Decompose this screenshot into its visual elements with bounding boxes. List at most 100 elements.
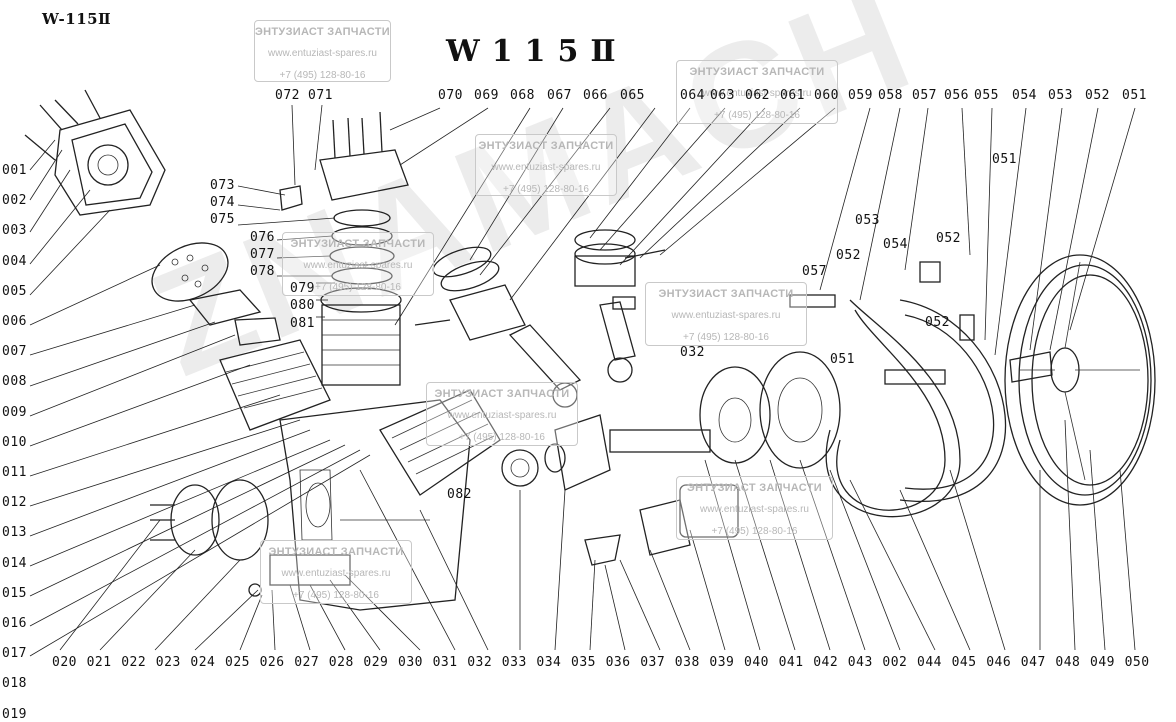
part-label: 032: [467, 655, 493, 670]
part-label: 054: [1012, 88, 1037, 103]
part-label: 078: [250, 264, 275, 279]
watermark-box: ЭНТУЗИАСТ ЗАПЧАСТИ www.entuziast-spares.…: [676, 60, 838, 124]
part-label: 011: [2, 465, 27, 480]
pistons: [414, 229, 666, 341]
part-label: 019: [2, 706, 27, 722]
part-label: 030: [398, 655, 423, 670]
part-label: 041: [778, 655, 804, 670]
part-label: 002: [882, 655, 908, 670]
crankshaft: [501, 414, 711, 491]
watermark-box: ЭНТУЗИАСТ ЗАПЧАСТИ www.entuziast-spares.…: [676, 476, 833, 540]
part-label: 002: [2, 193, 27, 209]
part-label: 003: [2, 223, 27, 239]
part-label: 054: [883, 237, 908, 252]
part-label: 001: [2, 163, 27, 178]
part-label: 012: [2, 495, 27, 511]
part-label: 067: [547, 88, 572, 103]
part-label: 052: [925, 315, 950, 330]
part-label: 071: [308, 88, 333, 103]
part-label: 021: [86, 655, 112, 670]
part-label: 052: [936, 231, 961, 246]
part-label: 017: [2, 646, 27, 662]
watermark-box: ЭНТУЗИАСТ ЗАПЧАСТИ www.entuziast-spares.…: [254, 20, 391, 82]
part-label: 066: [583, 88, 608, 103]
left-cylinder-head: [24, 89, 166, 216]
part-label: 059: [848, 88, 873, 103]
watermark-box: ЭНТУЗИАСТ ЗАПЧАСТИ www.entuziast-spares.…: [282, 232, 434, 296]
exploded-drawing: [24, 89, 1156, 657]
part-label: 051: [1122, 88, 1147, 103]
part-label: 057: [912, 88, 937, 103]
part-label: 077: [250, 246, 275, 262]
part-label: 037: [640, 655, 666, 670]
part-label: 007: [2, 344, 27, 360]
part-label: 053: [1048, 88, 1073, 103]
part-label: 023: [155, 655, 181, 670]
part-label: 018: [2, 676, 27, 692]
part-label: 082: [447, 487, 472, 502]
part-label: 016: [2, 616, 27, 631]
part-label: 075: [210, 212, 235, 228]
part-label: 025: [225, 655, 250, 670]
part-label: 051: [992, 152, 1017, 167]
part-label: 020: [52, 655, 77, 670]
part-label: 056: [944, 88, 969, 103]
left-cylinder: [219, 339, 331, 431]
right-cylinder: [379, 389, 501, 496]
left-valve-plate: [151, 242, 281, 346]
bottom-leaders: [59, 419, 1136, 651]
part-label: 038: [674, 655, 700, 670]
part-label: 061: [780, 88, 805, 103]
part-label: 008: [2, 374, 27, 390]
part-label: 050: [1124, 655, 1150, 670]
part-label: 027: [294, 655, 320, 670]
main-title: W115Ⅱ: [446, 34, 628, 69]
part-label: 074: [210, 195, 235, 211]
part-label: 032: [680, 345, 705, 360]
part-label: 034: [536, 655, 562, 670]
part-label: 052: [836, 248, 861, 263]
part-label: 009: [2, 404, 27, 420]
part-label: 040: [744, 655, 769, 670]
part-label: 073: [210, 178, 235, 193]
part-label: 072: [275, 88, 300, 103]
part-label: 022: [121, 655, 147, 670]
part-label: 053: [855, 213, 880, 228]
part-label: 064: [680, 88, 705, 103]
stack-leaders: [237, 185, 336, 318]
part-label: 062: [745, 88, 770, 103]
part-label: 013: [2, 525, 27, 541]
bearing-cover: [699, 351, 841, 469]
part-label: 015: [2, 585, 27, 601]
top-cylinder: [320, 287, 402, 386]
part-label: 060: [814, 88, 839, 103]
part-label: 043: [847, 655, 873, 670]
left-leaders: [29, 139, 371, 657]
part-label: 047: [1020, 655, 1046, 670]
intercooler-tubes: [789, 261, 1007, 518]
part-label: 057: [802, 264, 827, 279]
part-label: 004: [2, 253, 27, 269]
connecting-rods: [508, 296, 636, 408]
part-label: 080: [290, 298, 315, 314]
part-label: 081: [290, 315, 315, 331]
part-label: 036: [605, 655, 631, 670]
part-label: 005: [2, 283, 27, 299]
watermark-box: ЭНТУЗИАСТ ЗАПЧАСТИ www.entuziast-spares.…: [426, 382, 578, 446]
breather: [584, 484, 739, 566]
part-label: 042: [813, 655, 839, 670]
part-label: 031: [432, 655, 458, 670]
part-label: 014: [2, 555, 27, 571]
part-label: 006: [2, 314, 27, 329]
part-label: 055: [974, 88, 999, 103]
corner-title: W-115Ⅱ: [42, 10, 112, 28]
part-label: 076: [250, 229, 275, 245]
part-label: 010: [2, 434, 27, 450]
part-label: 051: [830, 352, 855, 367]
part-label: 065: [620, 88, 645, 103]
part-label: 039: [709, 655, 735, 670]
part-label: 070: [438, 88, 463, 103]
part-label: 028: [328, 655, 354, 670]
top-leaders: [291, 104, 1136, 356]
part-label: 058: [878, 88, 903, 103]
